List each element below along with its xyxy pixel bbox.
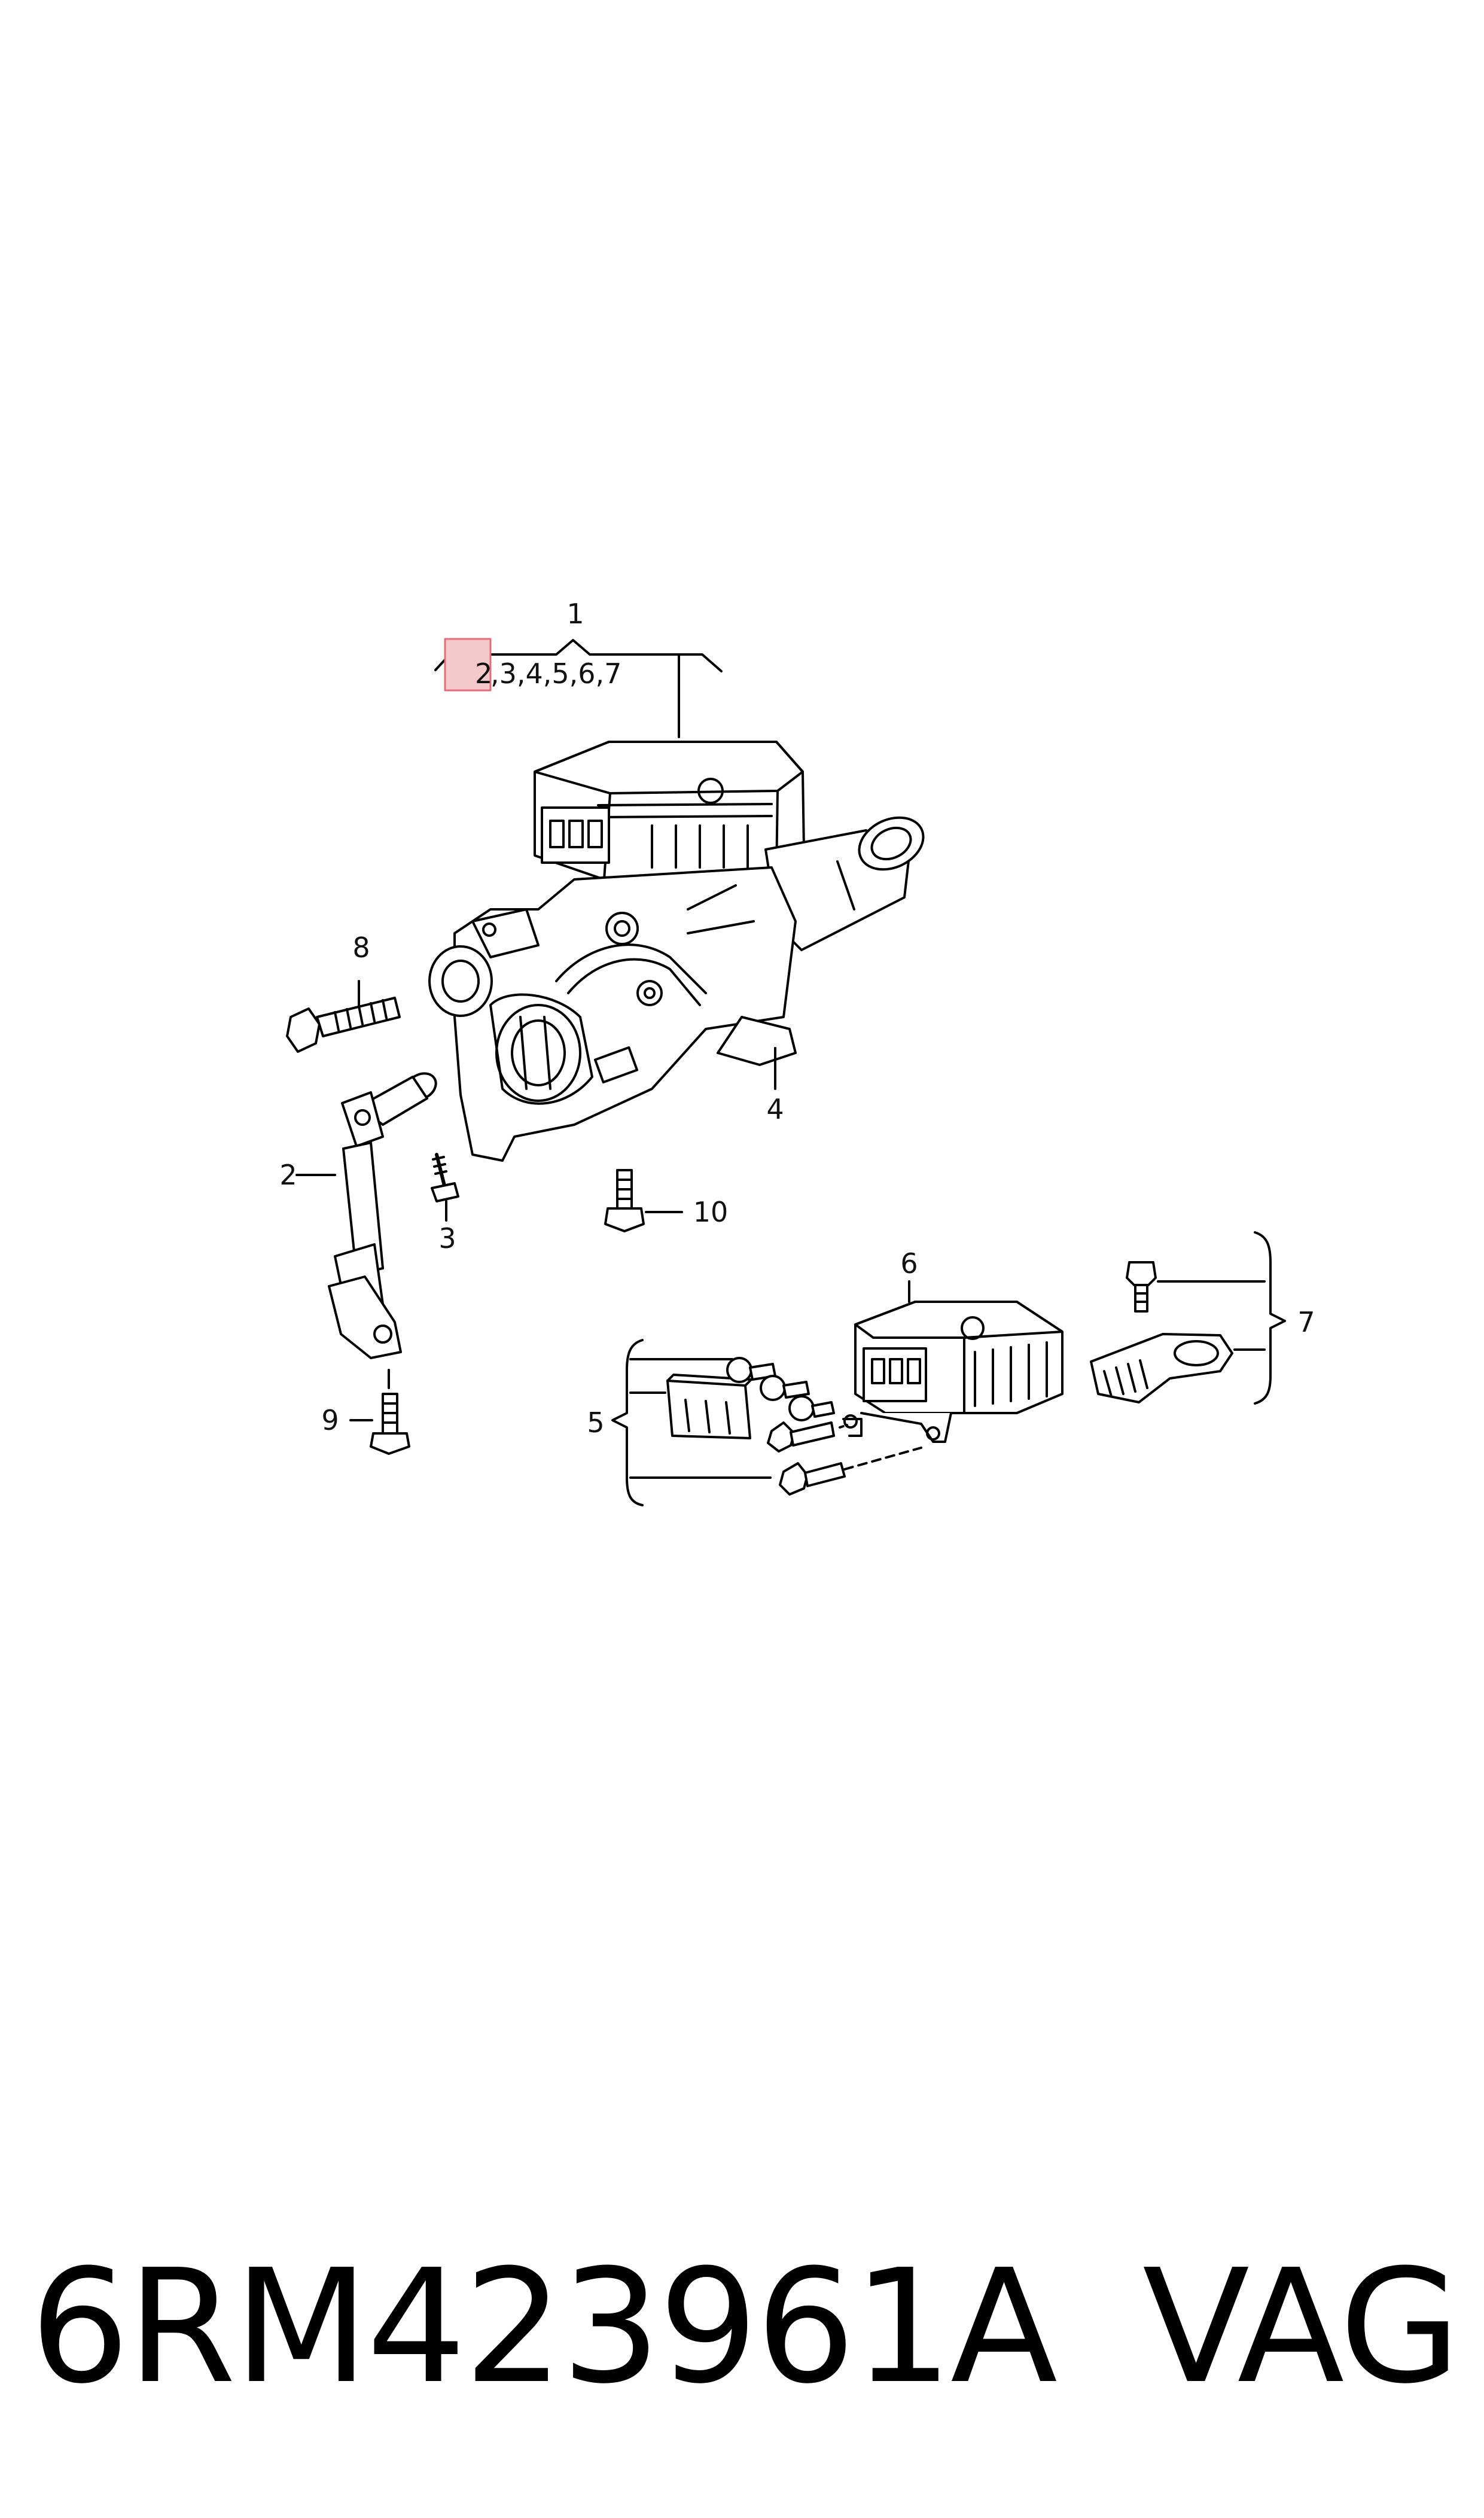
callout-3: 3: [438, 1222, 456, 1255]
callout-1: 1: [566, 598, 584, 630]
bracket-item-5: [611, 1339, 772, 1506]
highlight-box-2[interactable]: [444, 638, 492, 692]
callout-6: 6: [900, 1247, 918, 1280]
bolt-item-8[interactable]: [286, 980, 401, 1053]
callout-7: 7: [1297, 1306, 1315, 1338]
bracket-item-7: [1157, 1231, 1286, 1405]
screw-item-3[interactable]: [431, 1153, 459, 1222]
part-number: 6RM423961A: [30, 2236, 1058, 2418]
callout-10: 10: [693, 1196, 729, 1228]
screw-item-7[interactable]: [1126, 1261, 1157, 1313]
control-unit-item-6[interactable]: [842, 1280, 1064, 1443]
callout-4: 4: [766, 1093, 784, 1125]
callout-2: 2: [279, 1159, 297, 1191]
callout-9: 9: [321, 1404, 339, 1436]
label-plate-item-5[interactable]: [666, 1374, 752, 1439]
callout-8: 8: [352, 931, 370, 964]
screws-item-5[interactable]: [726, 1357, 922, 1496]
callout-5: 5: [587, 1406, 604, 1439]
brand-label: VAG: [1142, 2236, 1461, 2418]
bolt-item-10[interactable]: [604, 1169, 683, 1232]
connector-item-7[interactable]: [1090, 1333, 1233, 1403]
callout-1-sub-rest: ,3,4,5,6,7: [490, 657, 621, 690]
intermediate-shaft-item-2[interactable]: [295, 1068, 441, 1359]
steering-column-assembly[interactable]: [428, 741, 932, 1162]
callout-1-sub-first: 2: [475, 657, 492, 690]
bolt-item-9[interactable]: [349, 1369, 410, 1455]
